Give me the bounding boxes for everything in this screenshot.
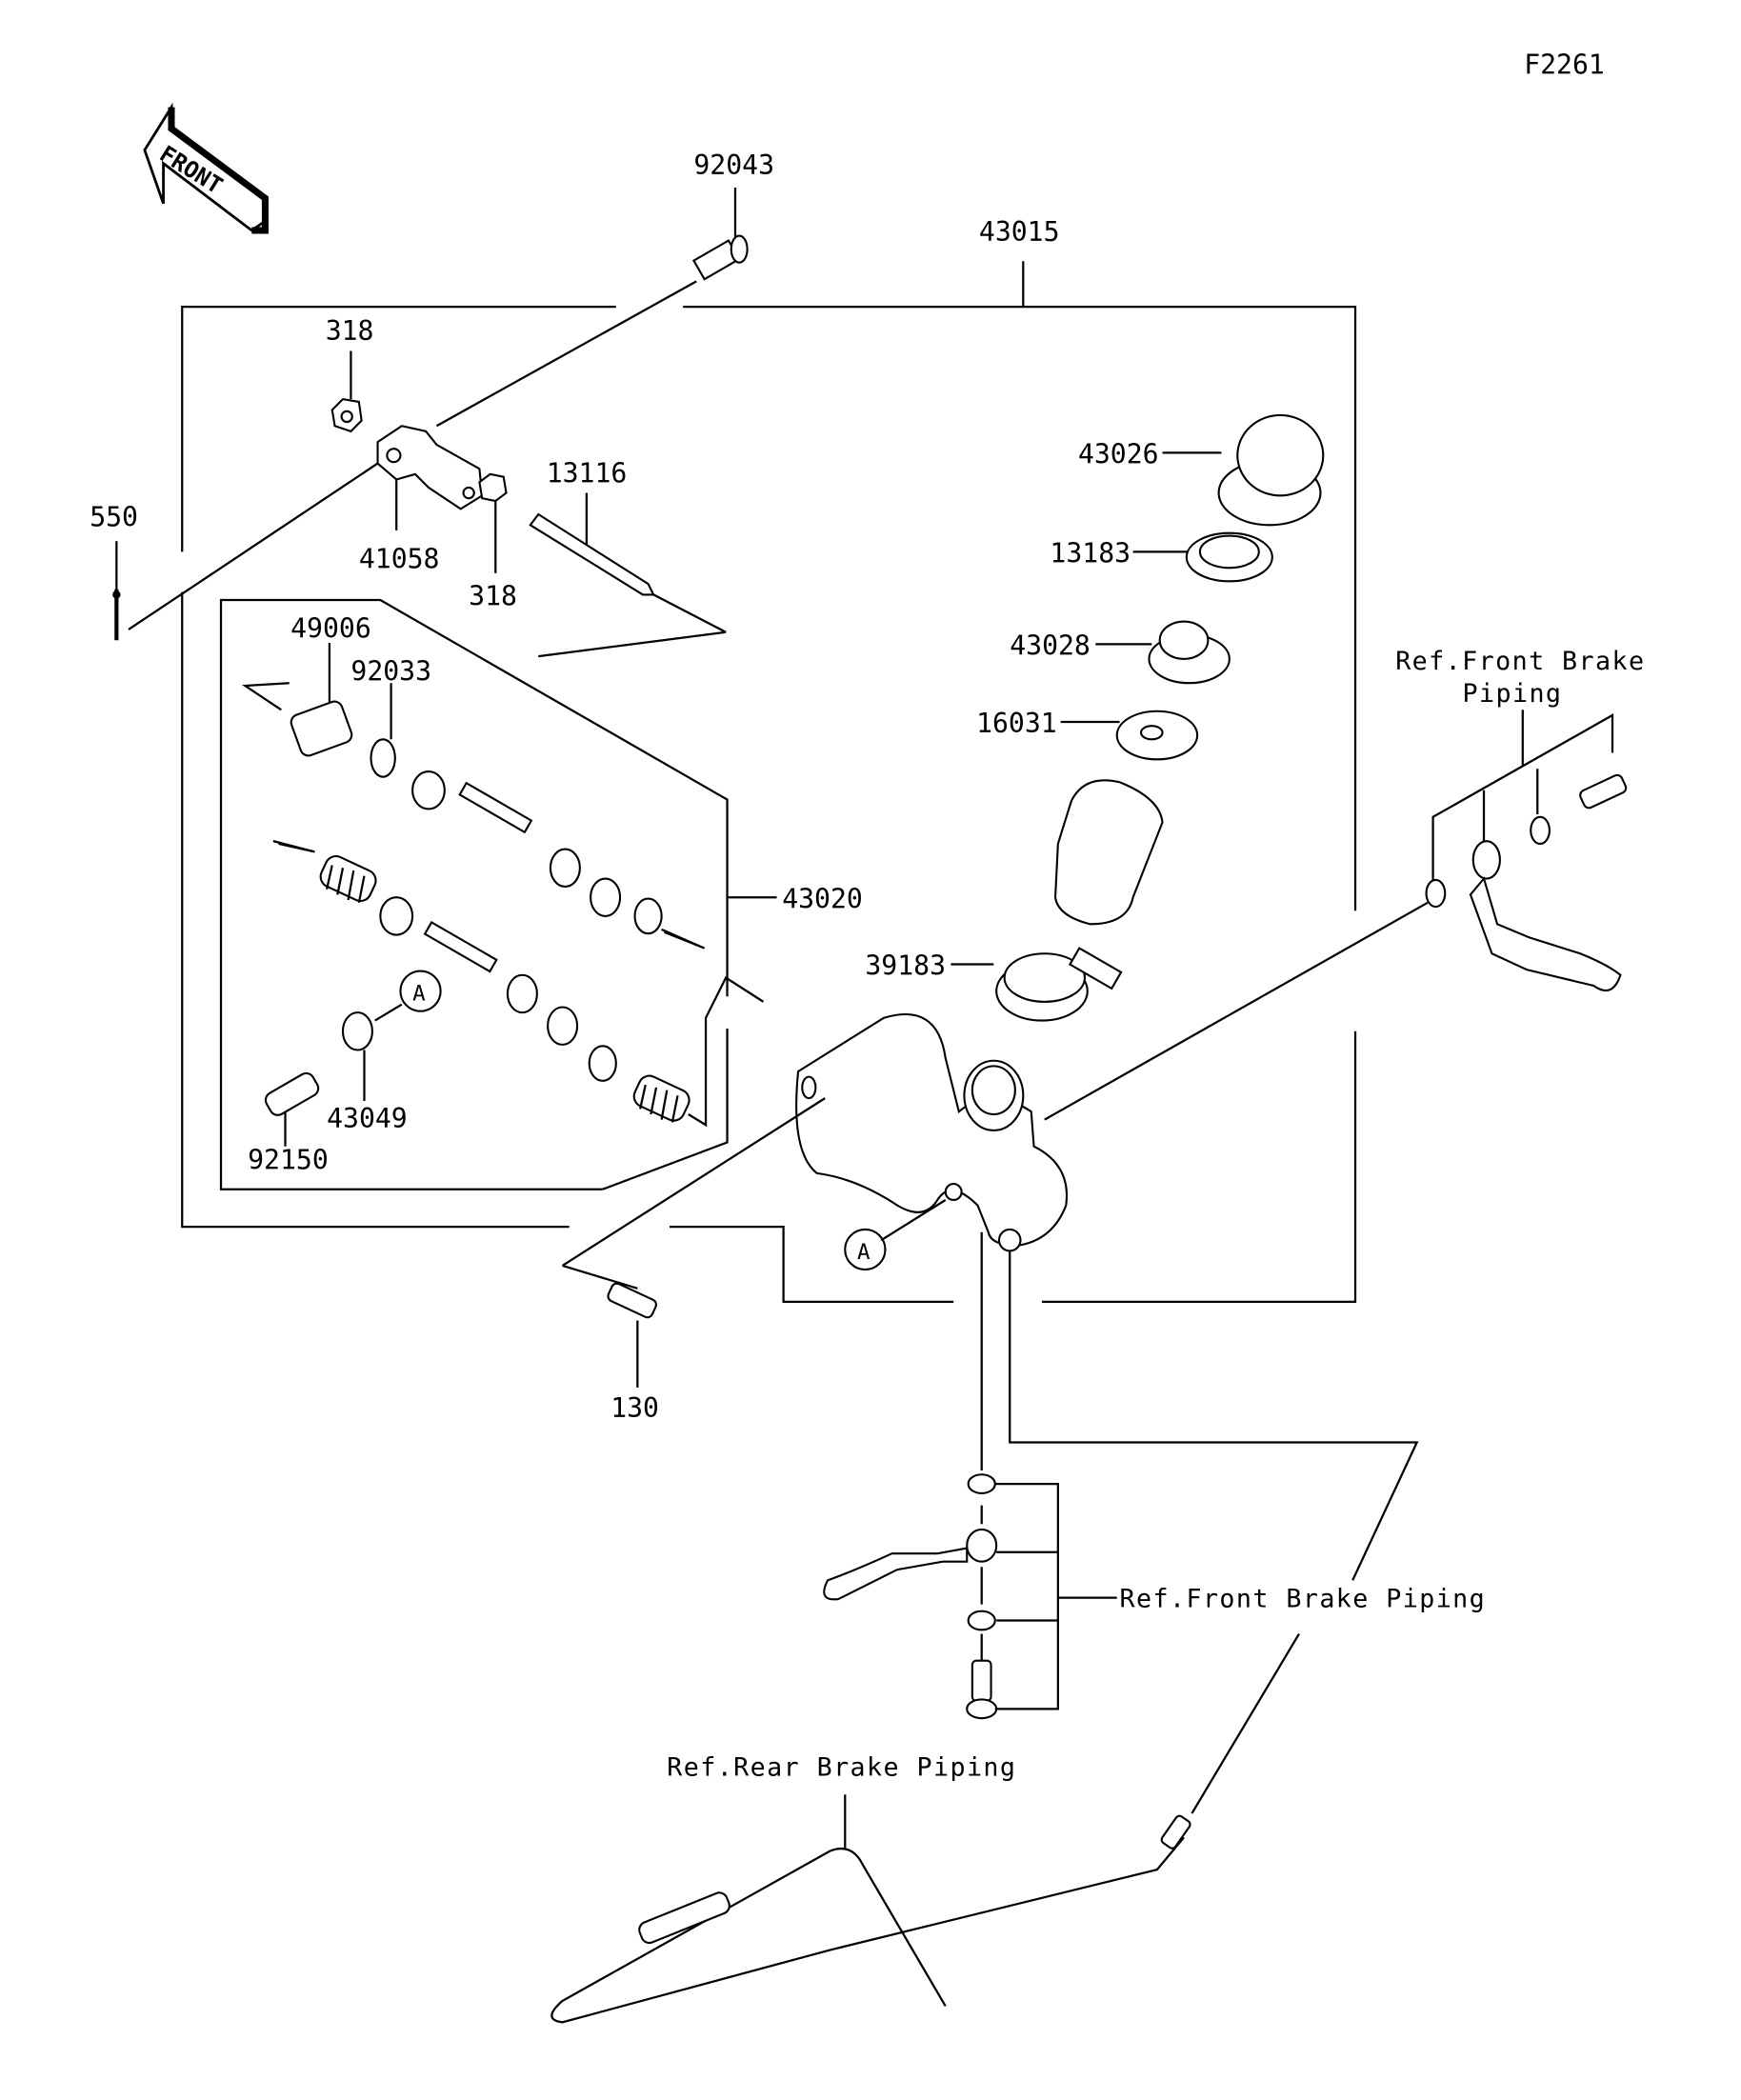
ref-front-brake-lower: Ref.Front Brake Piping: [1120, 1584, 1487, 1613]
part-label-92033: 92033: [350, 655, 431, 687]
part-label-43015: 43015: [979, 216, 1060, 248]
part-label-92043: 92043: [693, 150, 774, 181]
part-label-39183: 39183: [865, 950, 946, 982]
spring-icon: [632, 1074, 690, 1123]
marker-a-outer: A: [857, 1240, 870, 1265]
part-label-43049: 43049: [327, 1103, 408, 1134]
nut-318-top: [330, 350, 363, 433]
diagram-id: F2261: [1524, 49, 1605, 80]
part-label-43028: 43028: [1010, 630, 1091, 662]
pin-92043: [435, 187, 749, 428]
part-label-41058: 41058: [359, 543, 440, 574]
ref-front-brake-upper-line2: Piping: [1463, 679, 1563, 709]
front-brake-piping-lower: [823, 1231, 1419, 1814]
part-label-43020: 43020: [782, 883, 863, 914]
piston-kit-parts: [241, 643, 765, 1147]
washer-43049: [341, 1011, 373, 1051]
assembly-box-43015: [181, 261, 1357, 1303]
part-label-49006: 49006: [290, 612, 371, 644]
nut-318-bottom: [478, 472, 508, 573]
rear-brake-piping: [550, 1794, 1191, 2024]
cotter-pin-550: [112, 541, 121, 641]
part-label-43026: 43026: [1078, 439, 1159, 470]
part-label-318-top: 318: [326, 315, 374, 347]
part-label-16031: 16031: [976, 708, 1057, 739]
ref-rear-brake: Ref.Rear Brake Piping: [667, 1753, 1016, 1783]
reservoir-cap-43026: [1236, 413, 1325, 497]
marker-a-inner: A: [412, 981, 426, 1006]
front-brake-piping-upper: [1425, 710, 1628, 992]
part-label-13183: 13183: [1050, 538, 1131, 570]
spring-icon: [319, 854, 377, 904]
clevis-41058: [128, 425, 484, 630]
bolt-92150: [264, 1071, 320, 1116]
pushrod-13116: [529, 492, 727, 658]
front-arrow-icon: FRONT: [143, 102, 269, 234]
part-label-92150: 92150: [248, 1145, 329, 1176]
circlip-92033: [370, 738, 396, 778]
reservoir-body: [1053, 779, 1164, 926]
reservoir-parts: [951, 413, 1325, 1022]
marker-a-circle: [399, 970, 442, 1012]
marker-a-circle: [844, 1228, 887, 1271]
ref-front-brake-upper-line1: Ref.Front Brake: [1395, 647, 1645, 676]
bolt-130: [607, 1282, 658, 1388]
part-label-13116: 13116: [547, 457, 628, 489]
part-label-318-bottom: 318: [469, 581, 517, 612]
master-cylinder-body: [561, 901, 1429, 1290]
part-label-130: 130: [610, 1392, 659, 1424]
part-label-550: 550: [90, 502, 138, 533]
assembly-box-43020: [219, 598, 777, 1190]
